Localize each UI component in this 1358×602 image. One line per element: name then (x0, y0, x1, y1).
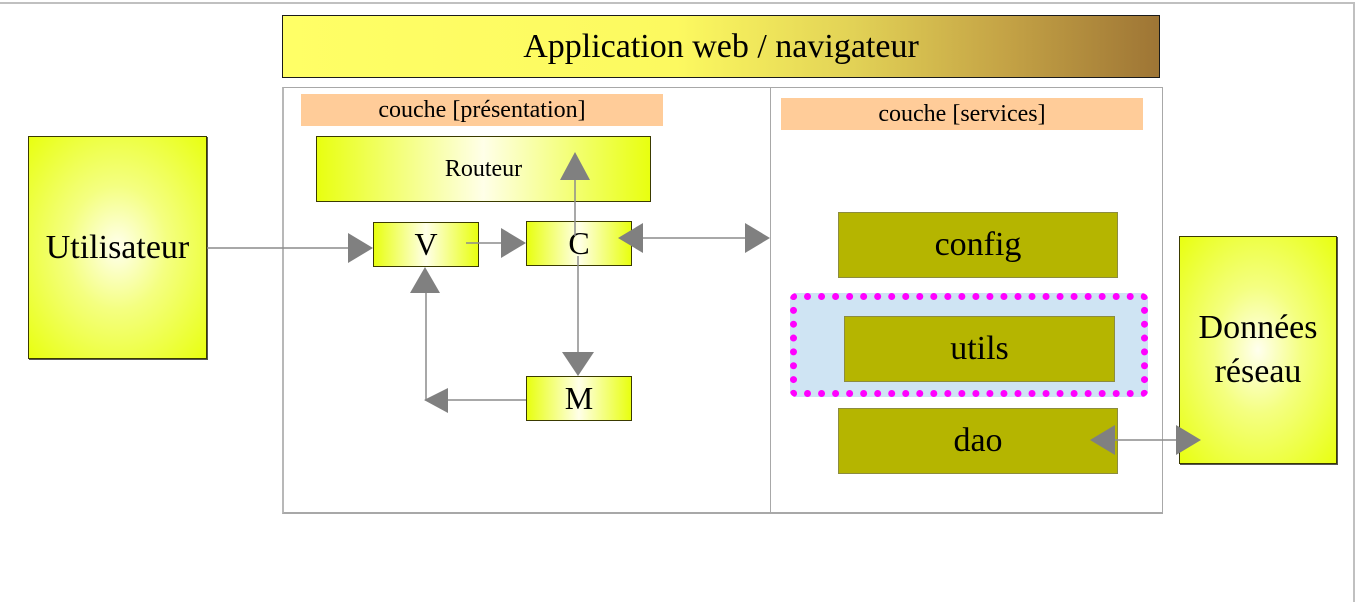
services-layer-label-text: couche [services] (878, 100, 1046, 127)
user-node-label: Utilisateur (45, 228, 190, 266)
model-node: M (526, 376, 632, 421)
app-title-banner: Application web / navigateur (282, 15, 1160, 78)
utils-node-label: utils (950, 330, 1009, 367)
services-layer-panel (770, 87, 1163, 514)
view-node: V (373, 222, 479, 267)
presentation-layer-label-text: couche [présentation] (378, 96, 586, 123)
model-node-label: M (564, 380, 594, 416)
view-node-label: V (414, 226, 438, 262)
controller-node-label: C (568, 225, 590, 261)
router-node-label: Routeur (444, 155, 523, 182)
presentation-layer-label: couche [présentation] (301, 94, 663, 126)
dao-node-label: dao (953, 422, 1003, 459)
network-data-node-label: Données réseau (1198, 309, 1318, 390)
user-node: Utilisateur (28, 136, 207, 359)
presentation-layer-panel (282, 87, 771, 514)
controller-node: C (526, 221, 632, 266)
router-node: Routeur (316, 136, 651, 202)
network-data-node: Données réseau (1179, 236, 1337, 464)
utils-node: utils (844, 316, 1115, 382)
app-title: Application web / navigateur (523, 27, 919, 65)
config-node-label: config (934, 226, 1022, 263)
dao-node: dao (838, 408, 1118, 474)
config-node: config (838, 212, 1118, 278)
services-layer-label: couche [services] (781, 98, 1143, 130)
